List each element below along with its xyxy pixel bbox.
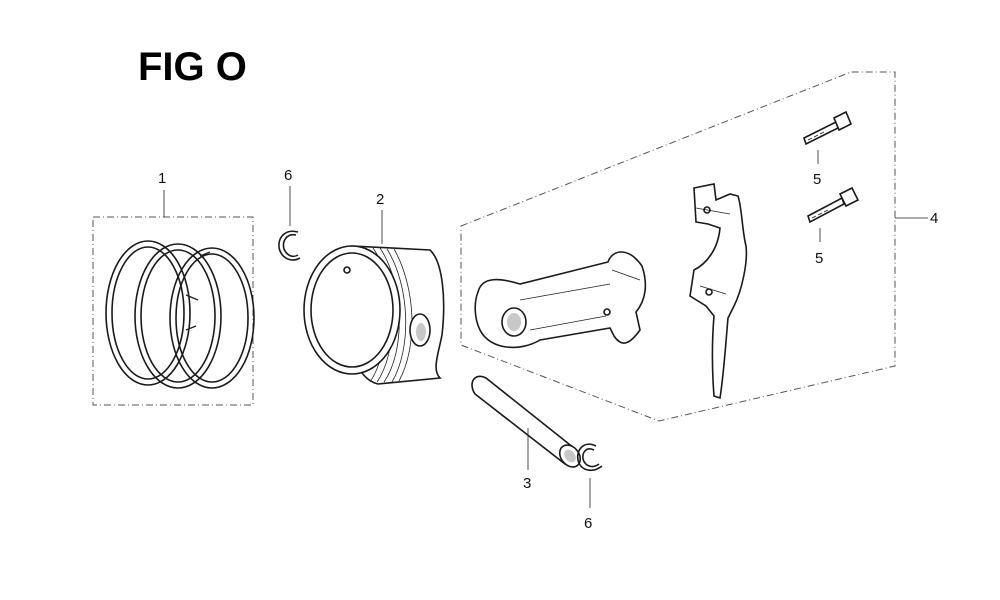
callout-6-bottom: 6 (584, 515, 592, 532)
ring-2 (134, 243, 222, 389)
callout-5-top: 5 (813, 171, 821, 188)
piston: 2 (303, 191, 445, 385)
piston-pin: 3 (471, 375, 582, 492)
piston-ring-set: 1 (92, 170, 255, 406)
callout-6-top: 6 (284, 167, 292, 184)
callout-4: 4 (930, 210, 938, 227)
ring-set-box (92, 216, 254, 406)
callout-1: 1 (158, 170, 166, 187)
rod-bolt-bottom: 5 (807, 186, 860, 267)
callout-3: 3 (523, 475, 531, 492)
snap-ring-bottom: 6 (576, 443, 603, 532)
rod-cap (689, 183, 748, 400)
rod-bolt-top: 5 (803, 110, 853, 188)
ring-3 (169, 247, 255, 389)
clip-bottom (576, 443, 603, 472)
rod-assembly-box (460, 71, 896, 422)
piston-crown (303, 245, 401, 375)
snap-ring-top: 6 (278, 167, 301, 261)
connecting-rod-assembly: 4 5 5 (460, 71, 938, 422)
connecting-rod (474, 251, 647, 349)
callout-2: 2 (376, 191, 384, 208)
callout-5-bottom: 5 (815, 250, 823, 267)
figure-title: FIG O (138, 45, 247, 89)
clip-top (278, 230, 301, 261)
ring-1 (105, 240, 191, 386)
